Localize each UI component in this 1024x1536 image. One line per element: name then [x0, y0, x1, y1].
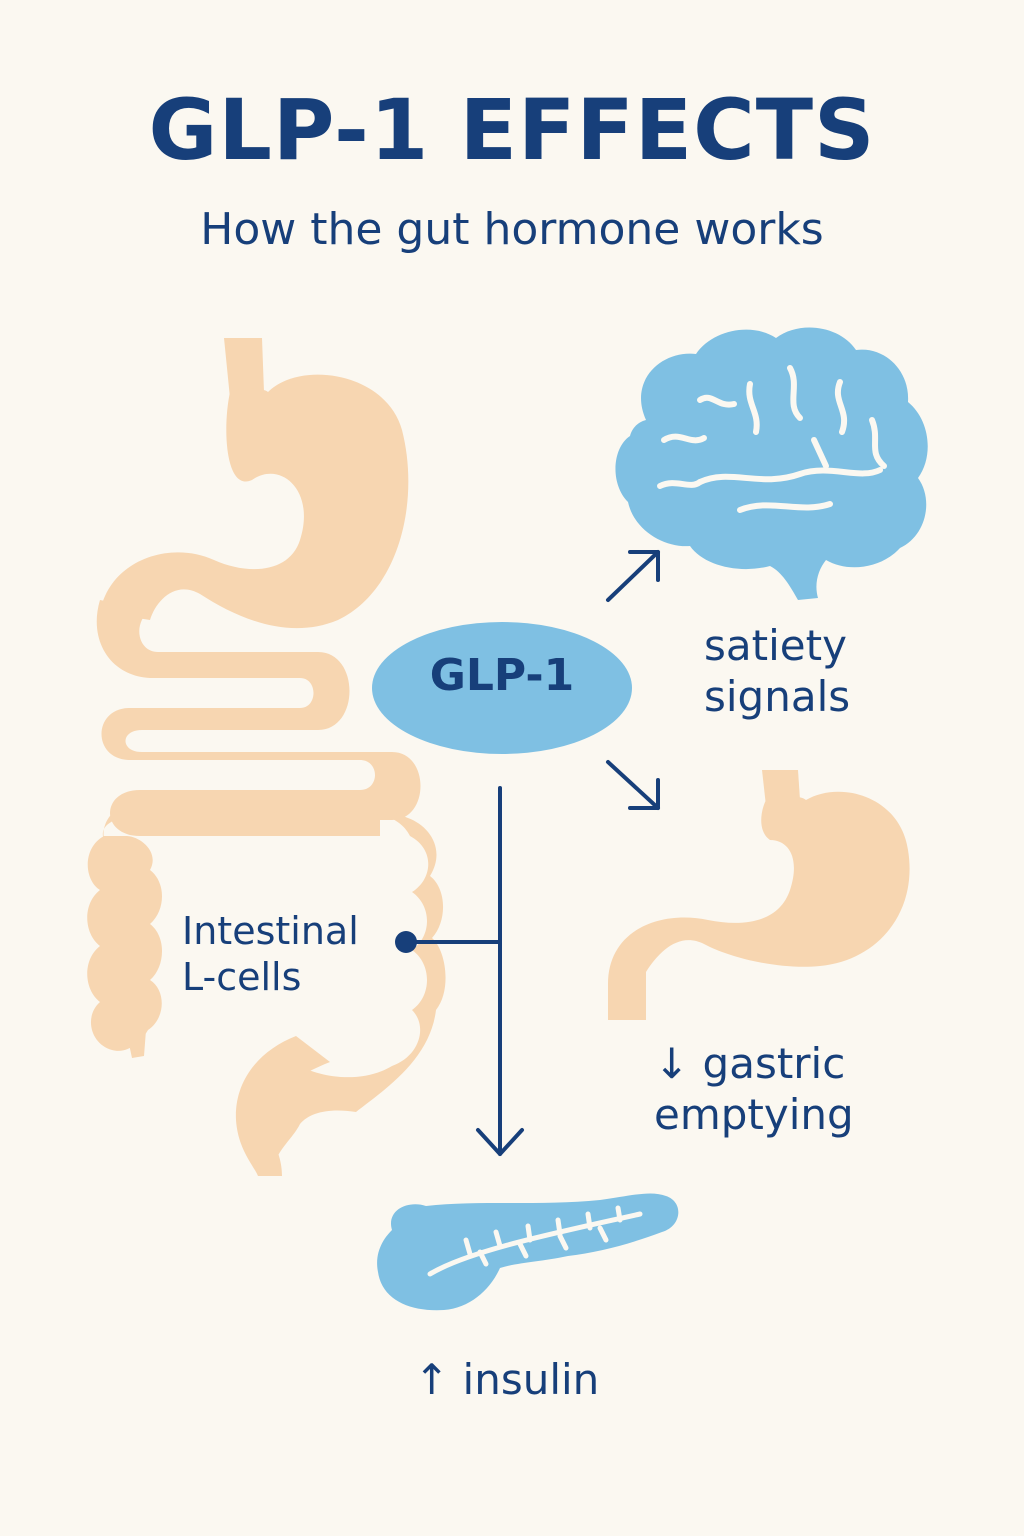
satiety-label: satiety signals — [704, 620, 850, 722]
page-title: GLP-1 EFFECTS — [148, 81, 876, 179]
lcells-label-line2: L-cells — [182, 955, 302, 1000]
lcell-dot — [395, 931, 417, 953]
page-subtitle: How the gut hormone works — [200, 204, 824, 255]
arrow-to-stomach — [606, 760, 660, 810]
arrow-to-brain — [606, 550, 660, 602]
gastric-emptying-label: ↓ gastric emptying — [654, 1038, 854, 1140]
glp1-hub — [372, 622, 632, 754]
insulin-label: ↑ insulin — [414, 1355, 600, 1404]
gastric-emptying-label-line1: ↓ gastric — [654, 1039, 846, 1088]
pancreas-icon — [377, 1193, 679, 1311]
digestive-tract-icon — [87, 338, 446, 1176]
satiety-label-line2: signals — [704, 672, 851, 722]
satiety-label-line1: satiety — [704, 621, 847, 670]
brain-icon — [615, 327, 928, 600]
lcells-label: Intestinal L-cells — [182, 908, 359, 1001]
lcells-label-line1: Intestinal — [182, 909, 359, 953]
gastric-emptying-label-line2: emptying — [654, 1090, 854, 1140]
stomach-icon — [608, 770, 910, 1020]
glp1-hub-label: GLP-1 — [429, 650, 575, 701]
